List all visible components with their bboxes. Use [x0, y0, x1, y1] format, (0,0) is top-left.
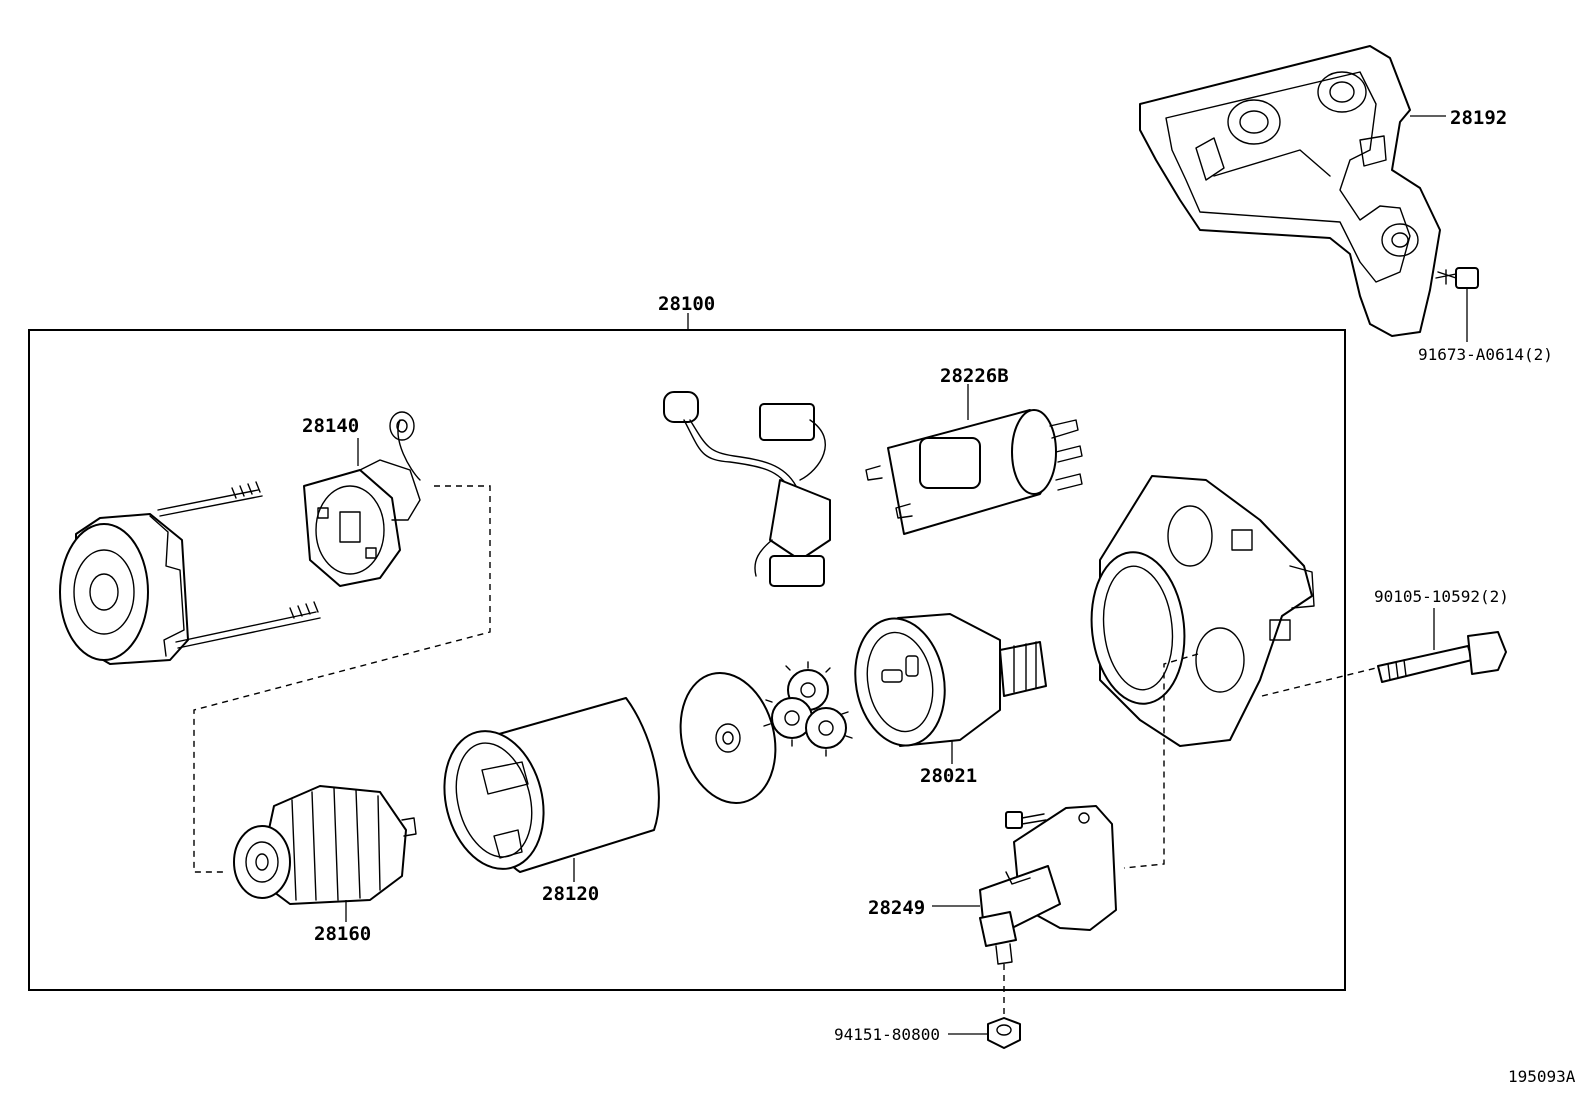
planetary-gears[interactable]	[763, 661, 853, 757]
terminal-nut[interactable]	[987, 1017, 1021, 1049]
label-bracket-bolt[interactable]: 91673-A0614(2)	[1418, 345, 1553, 364]
brush-holder[interactable]	[303, 411, 421, 587]
label-brush-holder[interactable]: 28140	[302, 415, 359, 437]
label-nut[interactable]: 94151-80800	[834, 1025, 940, 1044]
magnetic-switch[interactable]	[865, 409, 1083, 535]
label-housing-bolt[interactable]: 90105-10592(2)	[1374, 587, 1509, 606]
label-yoke[interactable]: 28120	[542, 883, 599, 905]
housing-bolt[interactable]	[1377, 631, 1507, 683]
terminal-insulator[interactable]	[979, 805, 1117, 965]
label-bracket[interactable]: 28192	[1450, 107, 1507, 129]
armature[interactable]	[233, 785, 417, 905]
illustration-code: 195093A	[1508, 1067, 1576, 1086]
drive-housing[interactable]	[1084, 475, 1315, 747]
yoke[interactable]	[430, 697, 660, 880]
assembly-frame	[28, 329, 1346, 991]
gear-plate[interactable]	[667, 663, 788, 813]
rear-cover[interactable]	[59, 481, 321, 665]
mounting-bracket[interactable]	[1139, 45, 1441, 337]
label-solenoid[interactable]: 28226B	[940, 365, 1009, 387]
label-terminal-insulator[interactable]: 28249	[868, 897, 925, 919]
label-assembly[interactable]: 28100	[658, 293, 715, 315]
label-clutch[interactable]: 28021	[920, 765, 977, 787]
lead-wire[interactable]	[663, 391, 831, 587]
insulator-screw[interactable]	[1005, 811, 1047, 829]
clutch-assembly[interactable]	[846, 611, 1047, 752]
bracket-bolt[interactable]	[1435, 267, 1479, 342]
label-armature[interactable]: 28160	[314, 923, 371, 945]
